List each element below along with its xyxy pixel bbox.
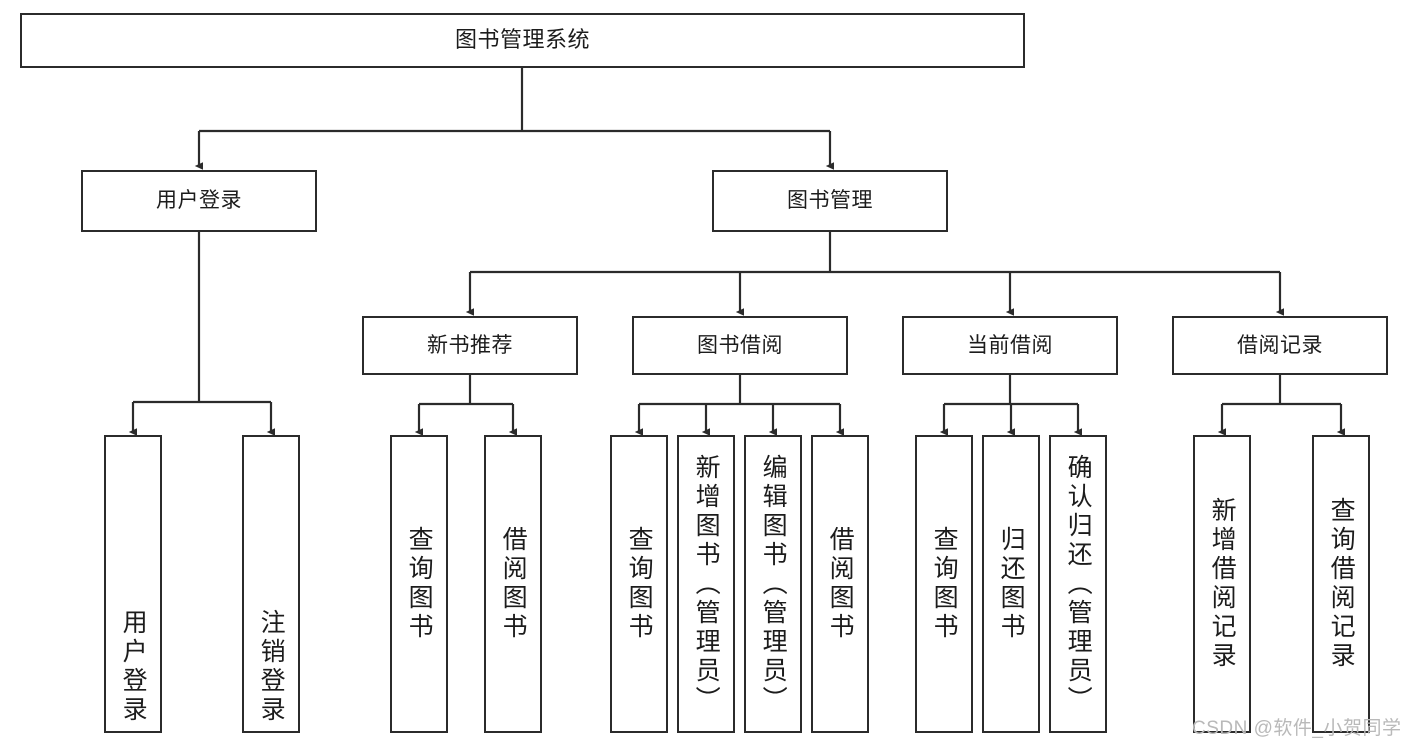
node-label: 新书推荐: [427, 333, 513, 357]
leaf-current-confirm-return-admin[interactable]: 确认归还（管理员）: [1049, 435, 1107, 733]
node-label: 借阅记录: [1237, 333, 1323, 357]
leaf-current-return-book[interactable]: 归还图书: [982, 435, 1040, 733]
leaf-record-query-borrow-record[interactable]: 查询借阅记录: [1312, 435, 1370, 733]
node-label: 图书借阅: [697, 333, 783, 357]
node-label: 新增图书（管理员）: [692, 453, 721, 715]
node-label: 查询图书: [930, 526, 959, 642]
leaf-recommend-query-book[interactable]: 查询图书: [390, 435, 448, 733]
leaf-current-query-book[interactable]: 查询图书: [915, 435, 973, 733]
node-label: 查询借阅记录: [1327, 497, 1356, 671]
node-label: 借阅图书: [826, 526, 855, 642]
leaf-user-login[interactable]: 用户登录: [104, 435, 162, 733]
leaf-user-logout[interactable]: 注销登录: [242, 435, 300, 733]
node-label: 查询图书: [625, 526, 654, 642]
leaf-borrow-edit-book-admin[interactable]: 编辑图书（管理员）: [744, 435, 802, 733]
node-label: 当前借阅: [967, 333, 1053, 357]
node-root-library-system[interactable]: 图书管理系统: [20, 13, 1025, 68]
node-label: 图书管理系统: [454, 27, 590, 53]
node-book-management[interactable]: 图书管理: [712, 170, 948, 232]
csdn-watermark: CSDN @软件_小贺同学: [1192, 718, 1402, 739]
node-label: 注销登录: [257, 609, 286, 725]
leaf-borrow-add-book-admin[interactable]: 新增图书（管理员）: [677, 435, 735, 733]
node-label: 图书管理: [787, 189, 873, 213]
node-label: 归还图书: [997, 526, 1026, 642]
node-label: 借阅图书: [499, 526, 528, 642]
node-new-book-recommend[interactable]: 新书推荐: [362, 316, 578, 375]
leaf-borrow-query-book[interactable]: 查询图书: [610, 435, 668, 733]
node-label: 用户登录: [156, 189, 242, 213]
leaf-borrow-lend-book[interactable]: 借阅图书: [811, 435, 869, 733]
node-label: 新增借阅记录: [1208, 497, 1237, 671]
leaf-record-add-borrow-record[interactable]: 新增借阅记录: [1193, 435, 1251, 733]
node-label: 查询图书: [405, 526, 434, 642]
node-current-borrow[interactable]: 当前借阅: [902, 316, 1118, 375]
leaf-recommend-borrow-book[interactable]: 借阅图书: [484, 435, 542, 733]
node-user-login[interactable]: 用户登录: [81, 170, 317, 232]
node-label: 确认归还（管理员）: [1064, 453, 1093, 715]
node-label: 用户登录: [119, 609, 148, 725]
node-borrow-record[interactable]: 借阅记录: [1172, 316, 1388, 375]
node-book-borrow[interactable]: 图书借阅: [632, 316, 848, 375]
node-label: 编辑图书（管理员）: [759, 453, 788, 715]
